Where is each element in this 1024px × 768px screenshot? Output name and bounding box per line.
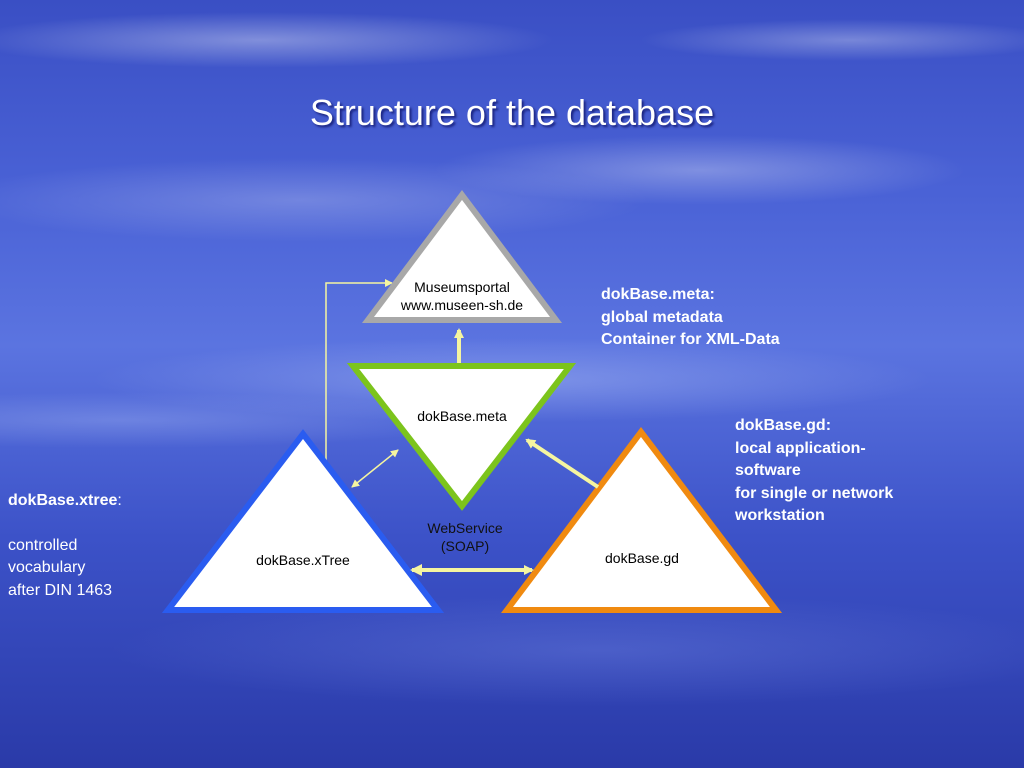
webservice-protocol: (SOAP) bbox=[440, 538, 490, 554]
meta-note-line: global metadata bbox=[601, 308, 723, 326]
connector-gd-to-meta bbox=[525, 438, 600, 489]
connector-xtree-meta bbox=[351, 449, 399, 488]
museumsportal-url: www.museen-sh.de bbox=[400, 297, 524, 313]
gd-note-line: workstation bbox=[735, 507, 825, 524]
gd-note-line: software bbox=[735, 462, 801, 479]
meta-note-heading: dokBase.meta: bbox=[601, 286, 715, 303]
gd-note-line: local application- bbox=[735, 439, 866, 457]
xtree-note-colon: : bbox=[117, 492, 122, 509]
xtree-note-title: dokBase.xtree bbox=[8, 492, 118, 509]
meta-note: dokBase.meta: global metadata Container … bbox=[601, 284, 780, 352]
xtree-note-line: after DIN 1463 bbox=[8, 581, 113, 599]
dokbase-meta-label: dokBase.meta bbox=[417, 408, 507, 424]
webservice-label: WebService (SOAP) bbox=[400, 519, 530, 555]
xtree-note-line: controlled bbox=[8, 536, 78, 554]
connector-xtree-to-portal bbox=[325, 279, 393, 462]
meta-note-line: Container for XML-Data bbox=[601, 331, 780, 348]
xtree-note-line: vocabulary bbox=[8, 559, 86, 576]
museumsportal-triangle bbox=[361, 190, 563, 323]
gd-note-line: for single or network bbox=[735, 484, 894, 502]
dokbase-xtree-label: dokBase.xTree bbox=[256, 552, 350, 568]
museumsportal-label: Museumsportal www.museen-sh.de bbox=[380, 278, 544, 314]
xtree-note-heading: dokBase.xtree: bbox=[8, 490, 122, 513]
museumsportal-name: Museumsportal bbox=[414, 279, 510, 295]
page-title: Structure of the database bbox=[309, 92, 715, 133]
dokbase-meta-triangle bbox=[346, 363, 577, 511]
dokbase-xtree-triangle bbox=[161, 429, 445, 613]
webservice-name: WebService bbox=[427, 520, 503, 536]
dokbase-gd-triangle bbox=[500, 427, 783, 613]
dokbase-gd-label: dokBase.gd bbox=[605, 550, 679, 566]
gd-note-heading: dokBase.gd: bbox=[735, 417, 832, 434]
gd-note: dokBase.gd: local application- software … bbox=[735, 415, 893, 528]
xtree-note: dokBase.xtree: controlled vocabulary aft… bbox=[8, 490, 122, 602]
